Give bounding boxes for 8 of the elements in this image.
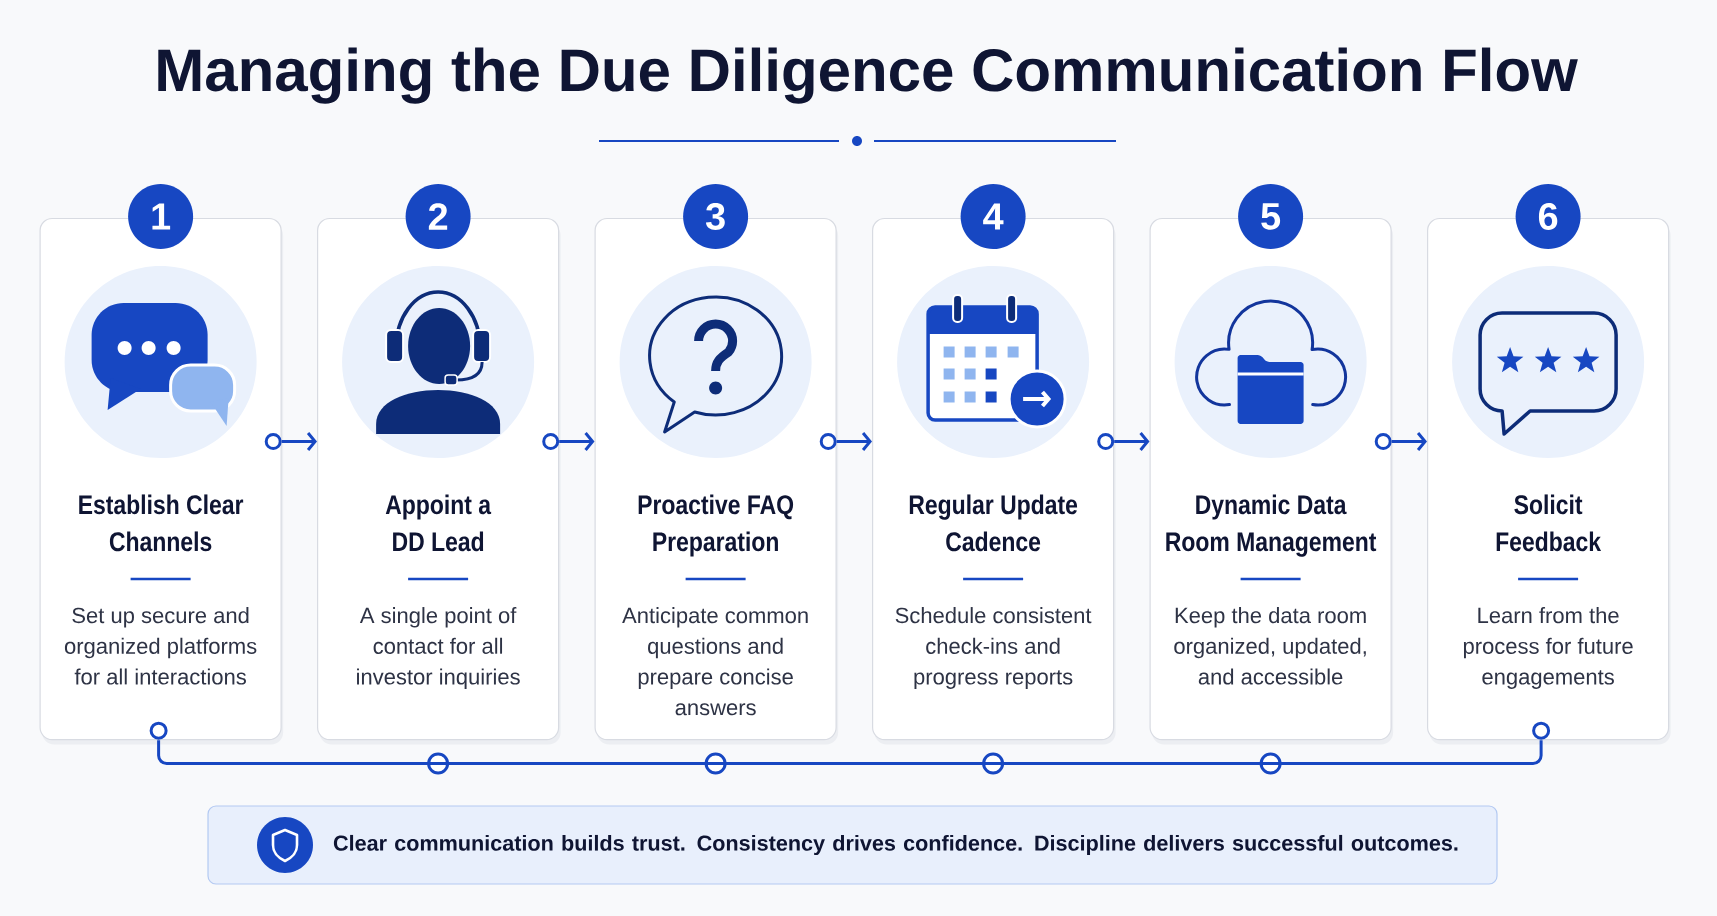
connector-arrow [1114,432,1150,451]
connector-arrow [1391,432,1427,451]
title: Managing the Due Diligence Communication Flow [158,47,1578,104]
connector-arrow [559,432,595,451]
timeline-connector [157,740,1543,765]
connector-arrow [836,432,872,451]
callout-banner: Clear communication builds trust. Consistency drives confidence. Discipline delivers successful outcomes. [207,805,1498,885]
connector-arrow [281,432,317,451]
